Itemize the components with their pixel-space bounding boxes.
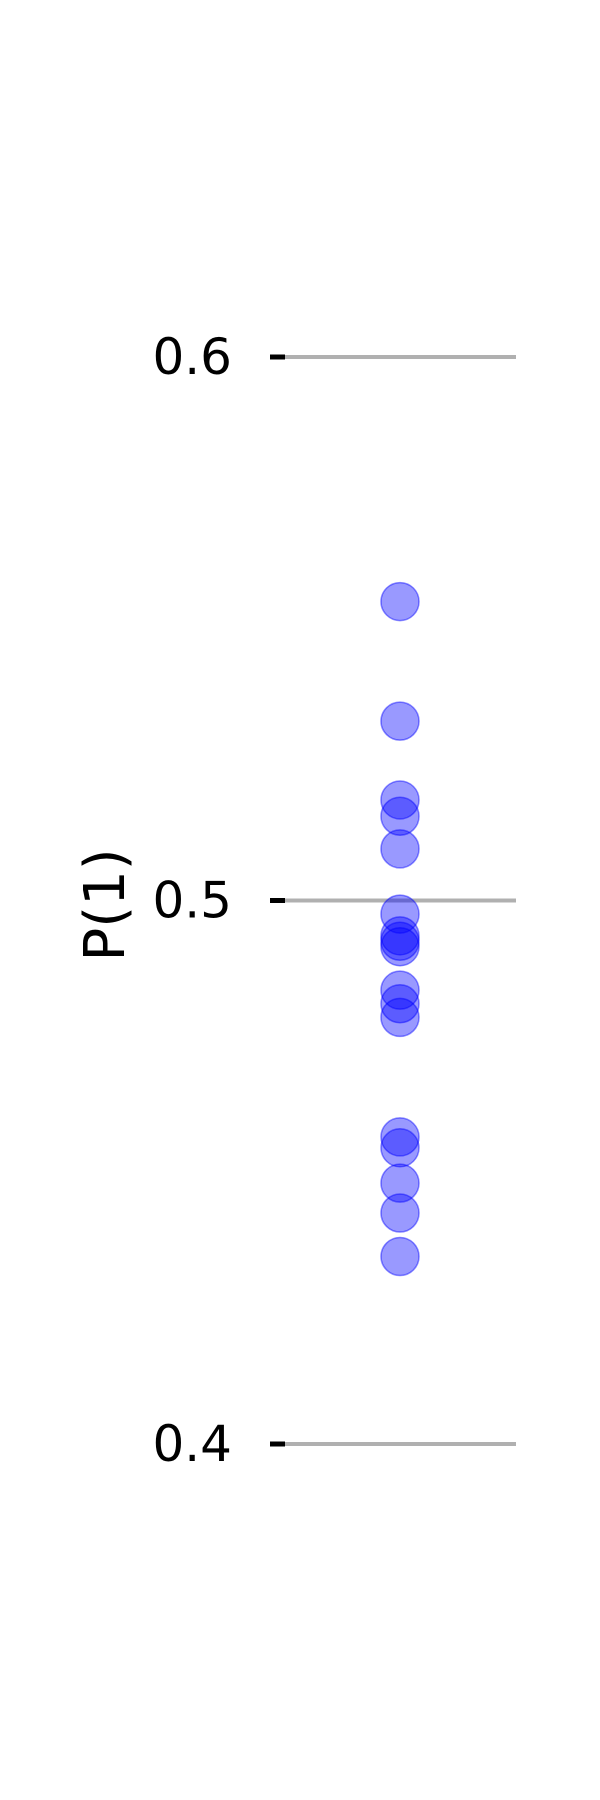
data-point [380, 1128, 420, 1168]
data-point [380, 1163, 420, 1203]
data-point [380, 581, 420, 622]
y-tick-label: 0.4 [152, 1415, 232, 1473]
y-tick-label: 0.6 [152, 328, 232, 386]
data-point [380, 921, 420, 962]
data-point [380, 701, 420, 741]
data-point [380, 780, 420, 820]
y-axis: 0.6 0.5 0.4 [152, 328, 285, 1473]
data-point [380, 829, 420, 869]
y-axis-label: P(1) [73, 848, 138, 961]
y-tick-label: 0.5 [152, 872, 232, 930]
data-point [380, 916, 420, 956]
data-point [380, 984, 420, 1024]
data-point [380, 1193, 420, 1233]
data-point [380, 1117, 420, 1157]
data-point [380, 1236, 420, 1277]
point-layer [380, 581, 420, 1277]
grid-layer [270, 355, 516, 1446]
data-point [380, 926, 420, 967]
data-point [380, 796, 420, 837]
data-point [380, 894, 420, 934]
data-point [380, 970, 420, 1010]
data-point [380, 997, 420, 1038]
